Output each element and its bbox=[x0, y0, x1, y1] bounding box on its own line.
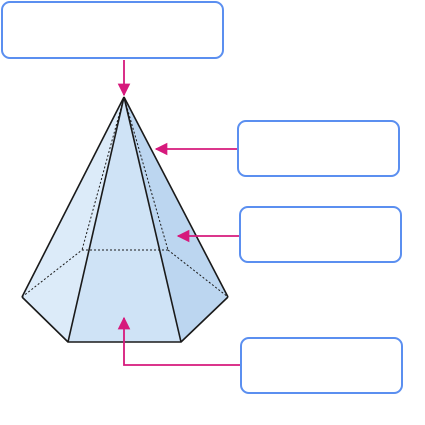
lateral-face-label-box[interactable] bbox=[239, 206, 402, 263]
leader-arrows bbox=[117, 60, 240, 366]
hidden-edges bbox=[21, 96, 229, 298]
pyramid-solid bbox=[21, 96, 229, 343]
right-face bbox=[124, 97, 228, 342]
lateral-edge-label-box[interactable] bbox=[237, 120, 400, 177]
base-arrow bbox=[117, 316, 240, 366]
base-label-box[interactable] bbox=[240, 337, 403, 394]
left-face bbox=[22, 97, 124, 342]
apex-label-box[interactable] bbox=[1, 1, 224, 59]
front-face bbox=[68, 97, 181, 342]
